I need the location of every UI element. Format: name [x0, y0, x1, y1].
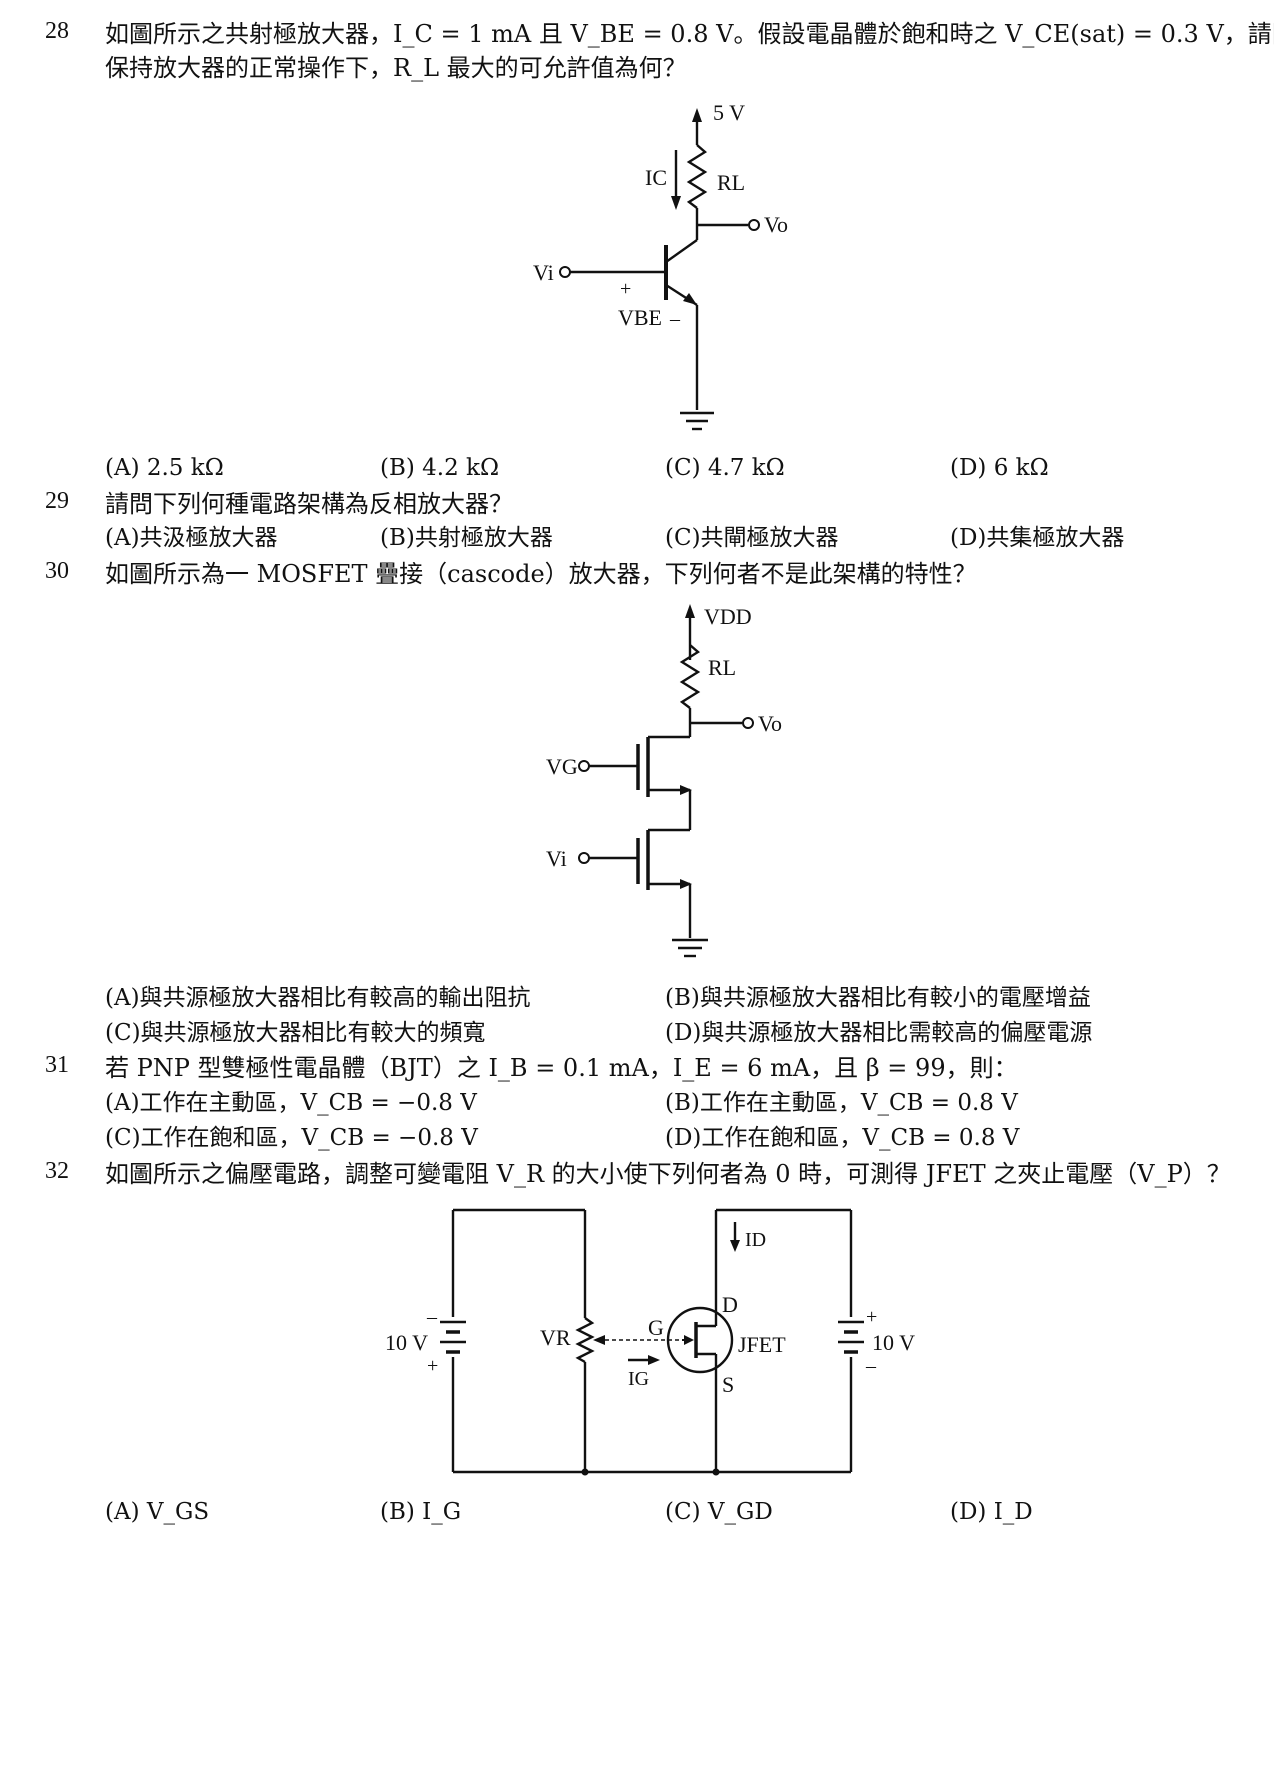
minus-sign: – [669, 308, 681, 330]
question-stem: 如圖所示為一 MOSFET 疊接（cascode）放大器，下列何者不是此架構的特… [105, 560, 977, 588]
option-c[interactable]: (C) V_GD [665, 1499, 773, 1525]
arrow-up-icon [685, 604, 695, 618]
vi-label: Vi [546, 846, 567, 871]
collector-lead [665, 239, 698, 263]
source-arrow-icon [680, 879, 692, 889]
option-d[interactable]: (D)與共源極放大器相比需較高的偏壓電源 [665, 1020, 1093, 1046]
minus-sign: – [865, 1355, 877, 1377]
output-terminal [742, 717, 754, 729]
vdd-label: VDD [704, 604, 752, 629]
arrow-down-icon [730, 1240, 740, 1252]
vi-label: Vi [533, 260, 554, 285]
option-b[interactable]: (B)與共源極放大器相比有較小的電壓增益 [665, 985, 1091, 1011]
question-number: 32 [45, 1158, 69, 1184]
arrow-up-icon [692, 108, 702, 122]
battery-right-label: 10 V [872, 1330, 915, 1355]
battery-left-label: 10 V [385, 1330, 428, 1355]
question-number: 31 [45, 1052, 69, 1078]
ic-label: IC [645, 165, 667, 190]
vo-label: Vo [758, 711, 782, 736]
option-c[interactable]: (C) 4.7 kΩ [665, 455, 785, 481]
vbe-label: VBE [618, 305, 662, 330]
question-number: 30 [45, 558, 69, 584]
vo-label: Vo [764, 212, 788, 237]
arrow-right-icon [648, 1355, 660, 1365]
resistor-rl [686, 144, 708, 209]
question-stem: 如圖所示之偏壓電路，調整可變電阻 V_R 的大小使下列何者為 0 時，可測得 J… [105, 1160, 1231, 1188]
drain-label: D [722, 1292, 738, 1317]
resistor-rl [679, 644, 701, 709]
option-d[interactable]: (D) I_D [950, 1499, 1033, 1525]
option-c[interactable]: (C)工作在飽和區，V_CB = −0.8 V [105, 1125, 478, 1151]
option-d[interactable]: (D) 6 kΩ [950, 455, 1049, 481]
option-b[interactable]: (B) 4.2 kΩ [380, 455, 500, 481]
option-b[interactable]: (B) I_G [380, 1499, 462, 1525]
option-a[interactable]: (A) V_GS [105, 1499, 210, 1525]
gate-arrow-icon [684, 1335, 694, 1345]
plus-sign: + [620, 278, 631, 300]
rl-label: RL [717, 170, 745, 195]
option-d[interactable]: (D)工作在飽和區，V_CB = 0.8 V [665, 1125, 1020, 1151]
question-number: 29 [45, 488, 69, 514]
rl-label: RL [708, 655, 736, 680]
question-stem: 如圖所示之共射極放大器，I_C = 1 mA 且 V_BE = 0.8 V。假設… [105, 20, 1274, 48]
output-terminal [748, 219, 760, 231]
option-a[interactable]: (A)與共源極放大器相比有較高的輸出阻抗 [105, 985, 531, 1011]
id-label: ID [745, 1229, 766, 1251]
option-a[interactable]: (A) 2.5 kΩ [105, 455, 224, 481]
wiper-arrow-icon [593, 1335, 605, 1345]
plus-sign: + [866, 1306, 877, 1328]
jfet-circle [666, 1306, 734, 1374]
gate-label: G [648, 1315, 664, 1340]
option-d[interactable]: (D)共集極放大器 [950, 525, 1125, 551]
minus-sign: – [426, 1306, 438, 1328]
question-stem: 保持放大器的正常操作下，R_L 最大的可允許值為何？ [105, 54, 687, 82]
option-c[interactable]: (C)與共源極放大器相比有較大的頻寬 [105, 1020, 486, 1046]
source-label: S [722, 1372, 734, 1397]
vg-terminal [578, 760, 590, 772]
option-c[interactable]: (C)共閘極放大器 [665, 525, 839, 551]
supply-label: 5 V [713, 100, 745, 125]
jfet-label: JFET [738, 1332, 786, 1357]
option-a[interactable]: (A)工作在主動區，V_CB = −0.8 V [105, 1090, 477, 1116]
option-b[interactable]: (B)工作在主動區，V_CB = 0.8 V [665, 1090, 1018, 1116]
option-b[interactable]: (B)共射極放大器 [380, 525, 553, 551]
question-stem: 若 PNP 型雙極性電晶體（BJT）之 I_B = 0.1 mA，I_E = 6… [105, 1054, 1018, 1082]
input-terminal [559, 266, 571, 278]
vg-label: VG [546, 754, 578, 779]
source-arrow-icon [680, 785, 692, 795]
arrow-down-icon [671, 196, 681, 210]
plus-sign: + [427, 1355, 438, 1377]
question-stem: 請問下列何種電路架構為反相放大器？ [105, 490, 513, 518]
question-number: 28 [45, 18, 69, 44]
vi-terminal [578, 852, 590, 864]
option-a[interactable]: (A)共汲極放大器 [105, 525, 278, 551]
ig-label: IG [628, 1368, 649, 1390]
emitter-arrow-icon [683, 293, 697, 305]
potentiometer-vr [575, 1317, 595, 1364]
vr-label: VR [540, 1325, 571, 1350]
